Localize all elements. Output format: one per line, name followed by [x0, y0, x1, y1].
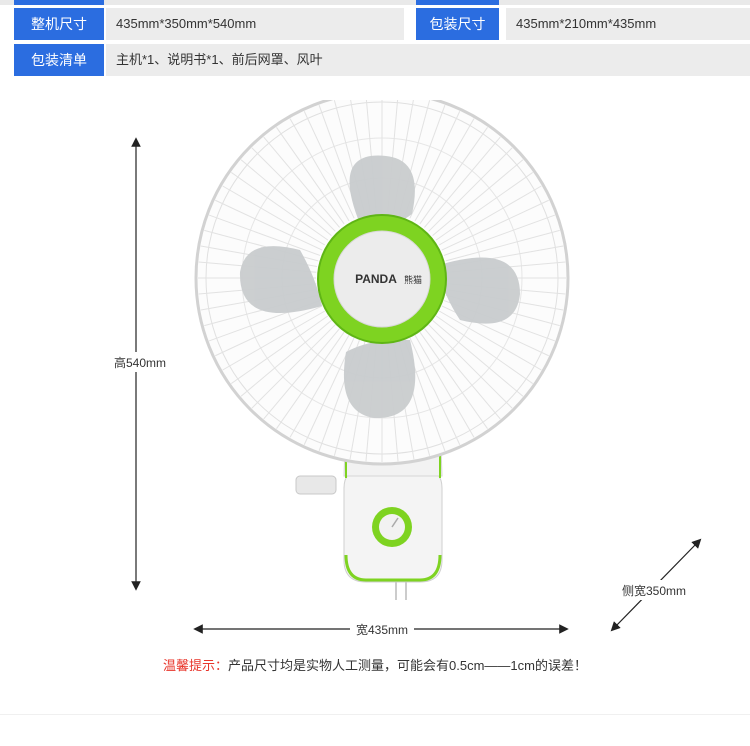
cage-spoke	[289, 118, 350, 222]
cage-spoke	[438, 185, 542, 246]
cage-spoke	[428, 147, 513, 232]
cage-spoke	[438, 310, 542, 371]
brand-logo-text: PANDA	[355, 272, 397, 286]
note-prefix: 温馨提示：	[163, 658, 229, 673]
spec-label-package-size: 包装尺寸	[416, 8, 499, 40]
header-strip	[0, 0, 750, 5]
cage-spoke	[276, 331, 345, 430]
cage-spoke	[414, 334, 475, 438]
note-text: 产品尺寸均是实物人工测量，可能会有0.5cm——1cm的误差！	[228, 658, 587, 673]
depth-dimension: 侧宽350mm	[610, 538, 702, 632]
cage-spoke	[303, 111, 355, 219]
cage-spoke	[414, 118, 475, 222]
spec-value-package-list: 主机*1、说明书*1、前后网罩、风叶	[106, 44, 750, 76]
spec-value-package-size: 435mm*210mm*435mm	[506, 8, 750, 40]
cage-spoke	[435, 315, 534, 384]
cage-spoke	[215, 199, 323, 251]
cage-spoke	[435, 172, 534, 241]
cage-spoke	[428, 324, 513, 409]
cage-spoke	[409, 337, 461, 445]
cage-spoke	[445, 229, 560, 262]
cage-spoke	[424, 136, 501, 228]
height-dimension: 高540mm	[106, 137, 168, 591]
cage-spoke	[230, 172, 329, 241]
cage-spoke	[208, 214, 321, 256]
cage-spoke	[409, 111, 461, 219]
cage-spoke	[222, 310, 326, 371]
width-label: 宽435mm	[356, 622, 408, 637]
spec-table: 整机尺寸 435mm*350mm*540mm 包装尺寸 435mm*210mm*…	[0, 0, 750, 76]
cage-spoke	[419, 331, 488, 430]
brand-mark-text: 熊猫	[404, 274, 422, 285]
fan-blades	[239, 155, 520, 419]
cage-spoke	[240, 159, 332, 236]
height-label: 高540mm	[114, 355, 166, 370]
depth-label: 侧宽350mm	[622, 583, 686, 598]
cage-spoke	[289, 334, 350, 438]
spec-label-package-list: 包装清单	[14, 44, 104, 76]
cage-spoke	[443, 214, 556, 256]
cage-spoke	[263, 136, 340, 228]
cage-spoke	[222, 185, 326, 246]
cage-spoke	[251, 324, 336, 409]
fan-product-image: 高540mm 宽435mm 侧宽350mm	[106, 100, 702, 638]
fan-base	[295, 469, 443, 600]
cage-spoke	[276, 126, 345, 225]
cage-spoke	[432, 159, 524, 236]
size-note: 温馨提示：产品尺寸均是实物人工测量，可能会有0.5cm——1cm的误差！	[0, 655, 750, 674]
cage-spoke	[419, 126, 488, 225]
cage-spoke	[230, 315, 329, 384]
fan-hub: PANDA 熊猫	[317, 214, 447, 344]
cage-spoke	[424, 328, 501, 420]
spec-row: 整机尺寸 435mm*350mm*540mm 包装尺寸 435mm*210mm*…	[0, 8, 750, 40]
cage-spoke	[251, 147, 336, 232]
spec-row: 包装清单 主机*1、说明书*1、前后网罩、风叶	[0, 44, 750, 76]
spec-value-size: 435mm*350mm*540mm	[106, 8, 404, 40]
spec-label-size: 整机尺寸	[14, 8, 104, 40]
divider	[0, 714, 750, 715]
cage-spoke	[240, 320, 332, 397]
cage-spoke	[263, 328, 340, 420]
cage-spoke	[215, 305, 323, 357]
width-dimension: 宽435mm	[193, 620, 569, 638]
cage-spoke	[441, 199, 549, 251]
cage-spoke	[432, 320, 524, 397]
